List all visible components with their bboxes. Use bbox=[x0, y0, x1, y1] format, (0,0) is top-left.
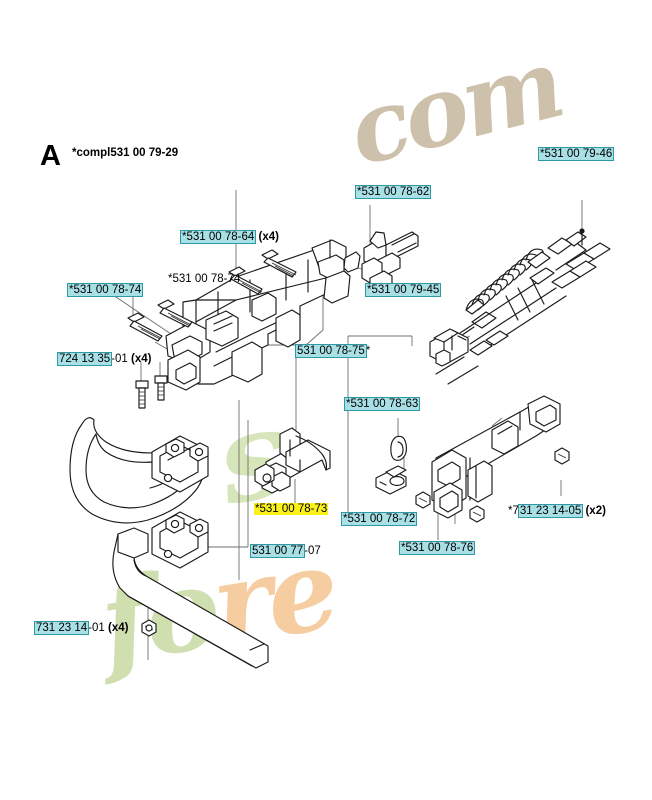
callout-731-01-suffix: -01 bbox=[88, 622, 105, 634]
small-lever-part bbox=[390, 435, 407, 461]
callout-78-64-multiplier: (x4) bbox=[258, 231, 279, 243]
screw-set bbox=[127, 249, 297, 409]
callout-78-75-suffix: * bbox=[365, 345, 371, 357]
callout-78-64-number: 531 00 78-64 bbox=[186, 231, 255, 243]
handle-support-arm bbox=[112, 527, 269, 669]
callout-78-74h-prefix: * bbox=[69, 284, 74, 296]
callout-78-76-number: 531 00 78-76 bbox=[405, 542, 474, 554]
callout-79-46-prefix: * bbox=[540, 148, 545, 160]
callout-531-00-79-46[interactable]: *531 00 79-46 bbox=[537, 147, 615, 161]
central-housing-assembly bbox=[165, 239, 351, 391]
throttle-lever-assembly bbox=[254, 427, 331, 494]
callout-531-00-79-45[interactable]: *531 00 79-45 bbox=[364, 283, 442, 297]
callout-531-00-78-72[interactable]: *531 00 78-72 bbox=[340, 512, 418, 526]
callout-78-73-number: 531 00 78-73 bbox=[259, 503, 328, 515]
loop-handle bbox=[69, 417, 209, 569]
callout-531-00-78-74-highlighted[interactable]: *531 00 78-74 bbox=[66, 283, 144, 297]
callout-731-23-14-05[interactable]: *731 23 14-05 (x2) bbox=[508, 504, 606, 518]
throttle-trigger-part bbox=[343, 231, 419, 296]
stop-switch-block bbox=[429, 328, 469, 367]
callout-78-72-prefix: * bbox=[343, 513, 348, 525]
callout-78-74p-number: 531 00 78-74 bbox=[172, 273, 241, 285]
callout-78-63-prefix: * bbox=[346, 398, 351, 410]
callout-531-00-78-73[interactable]: *531 00 78-73 bbox=[254, 503, 329, 516]
callout-78-62-number: 531 00 78-62 bbox=[361, 186, 430, 198]
callout-731-05-number: 31 23 14-05 bbox=[519, 505, 582, 517]
throttle-cable-spring-set bbox=[432, 228, 611, 385]
callout-78-73-prefix: * bbox=[255, 503, 260, 515]
callout-531-00-78-63[interactable]: *531 00 78-63 bbox=[343, 397, 421, 411]
callout-724-suffix: -01 bbox=[111, 353, 128, 365]
callout-78-75-number: 531 00 78-75 bbox=[297, 345, 365, 357]
callout-79-46-number: 531 00 79-46 bbox=[544, 148, 613, 160]
callout-78-72-number: 531 00 78-72 bbox=[347, 513, 416, 525]
callout-724-13-35-01[interactable]: 724 13 35-01 (x4) bbox=[56, 352, 152, 366]
callout-731-23-14-01[interactable]: 731 23 14-01 (x4) bbox=[33, 621, 129, 635]
compl-prefix-text: *compl bbox=[72, 147, 111, 159]
plate-letter: A bbox=[40, 140, 61, 172]
callout-78-63-number: 531 00 78-63 bbox=[350, 398, 419, 410]
callout-78-74h-number: 531 00 78-74 bbox=[73, 284, 142, 296]
shaft-housing-assembly bbox=[415, 395, 570, 523]
callout-531-00-78-74-plain[interactable]: *531 00 78-74 bbox=[168, 273, 240, 286]
callout-78-62-prefix: * bbox=[357, 186, 362, 198]
cable-retainer-bracket bbox=[375, 465, 407, 495]
callout-531-00-78-76[interactable]: *531 00 78-76 bbox=[398, 541, 476, 555]
callout-731-05-prefix: *7 bbox=[508, 505, 519, 517]
callout-531-00-78-75[interactable]: 531 00 78-75* bbox=[295, 344, 371, 358]
callout-78-76-prefix: * bbox=[401, 542, 406, 554]
callout-77-07-number: 531 00 77 bbox=[252, 545, 304, 557]
callout-724-number: 724 13 35 bbox=[59, 353, 111, 365]
callout-731-01-number: 731 23 14 bbox=[36, 622, 88, 634]
callout-79-45-prefix: * bbox=[367, 284, 372, 296]
callout-531-00-77-07[interactable]: 531 00 77-07 bbox=[249, 544, 321, 558]
callout-531-00-78-62[interactable]: *531 00 78-62 bbox=[354, 185, 432, 199]
callout-731-01-multiplier: (x4) bbox=[108, 622, 129, 634]
compl-label: *compl531 00 79-29 bbox=[72, 147, 178, 159]
callout-77-07-suffix: -07 bbox=[304, 545, 321, 557]
callout-724-multiplier: (x4) bbox=[131, 353, 152, 365]
callout-78-64-prefix: * bbox=[182, 231, 187, 243]
compl-part-number: 531 00 79-29 bbox=[110, 147, 179, 159]
callout-79-45-number: 531 00 79-45 bbox=[371, 284, 440, 296]
callout-731-05-multiplier: (x2) bbox=[585, 505, 606, 517]
callout-531-00-78-64[interactable]: *531 00 78-64 (x4) bbox=[179, 230, 279, 244]
callout-78-74p-prefix: * bbox=[168, 273, 173, 285]
